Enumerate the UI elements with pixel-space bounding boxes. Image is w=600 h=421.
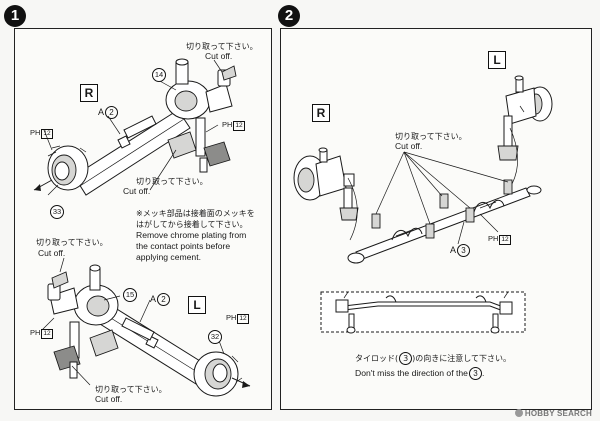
- cut-off-label-jp: 切り取って下さい。: [136, 177, 208, 186]
- cut-off-label-en: Cut off.: [123, 186, 151, 196]
- step-1-number: 1: [4, 5, 26, 27]
- cut-off-label-en: Cut off.: [205, 51, 233, 61]
- cut-off-label-jp: 切り取って下さい。: [95, 385, 167, 394]
- part-number-33: 33: [50, 205, 64, 219]
- side-r-box: R: [312, 104, 330, 122]
- cut-off-label-en: Cut off.: [95, 394, 123, 404]
- tie-rod-direction-detail: [320, 291, 526, 334]
- hobby-search-logo-icon: [514, 409, 523, 417]
- knuckle-r: [293, 147, 359, 221]
- part-number-15: 15: [123, 288, 137, 302]
- watermark: HOBBY SEARCH: [514, 409, 592, 418]
- part-number-14: 14: [152, 68, 166, 82]
- side-l-box: L: [188, 296, 206, 314]
- knuckle-l: [497, 75, 553, 161]
- cut-off-label-jp: 切り取って下さい。: [186, 42, 258, 51]
- tie-rod-direction-note: タイロッド(3)の向きに注意して下さい。 Don't miss the dire…: [355, 352, 512, 380]
- part-number-32: 32: [208, 330, 222, 344]
- side-r-box: R: [80, 84, 98, 102]
- step-2-number: 2: [278, 5, 300, 27]
- lower-knuckle-l: [41, 257, 251, 397]
- cut-off-label-jp: 切り取って下さい。: [395, 132, 467, 141]
- side-l-box: L: [488, 51, 506, 69]
- tie-rod: [347, 179, 542, 264]
- chrome-plating-note: ※メッキ部品は接着面のメッキを はがしてから接着して下さい。 Remove ch…: [136, 209, 255, 262]
- cut-off-label-en: Cut off.: [38, 248, 66, 258]
- upper-knuckle-r: [33, 58, 237, 196]
- cut-off-label-jp: 切り取って下さい。: [36, 238, 108, 247]
- cut-off-label-en: Cut off.: [395, 141, 423, 151]
